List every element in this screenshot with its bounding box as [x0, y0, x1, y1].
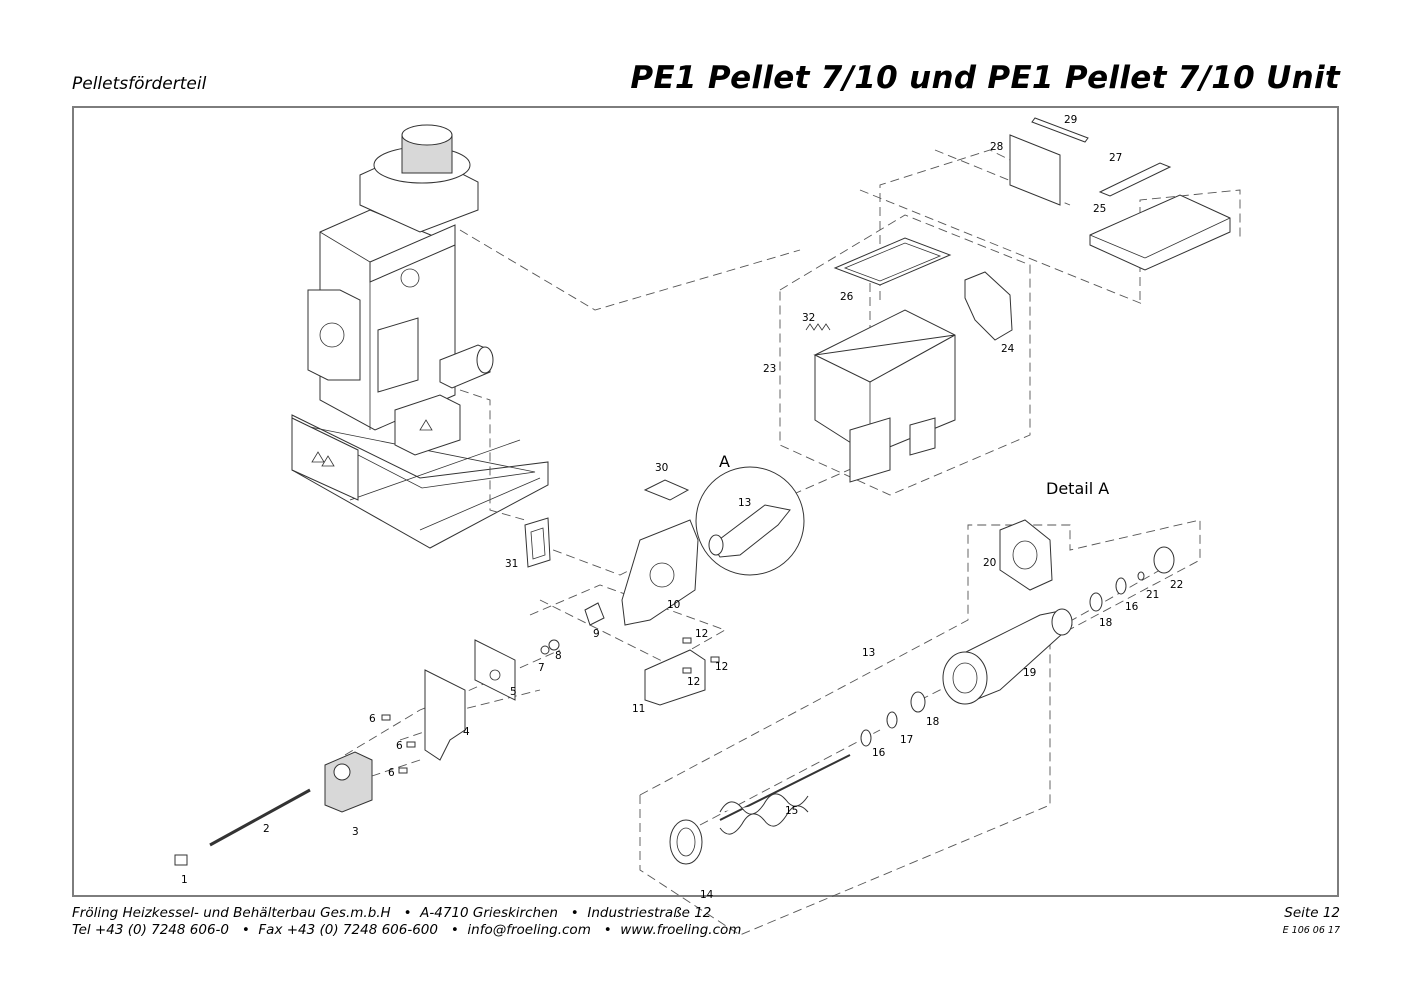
label-11: 11 [632, 703, 645, 715]
label-20: 20 [983, 557, 996, 569]
section-title: Pelletsförderteil [72, 74, 207, 94]
label-2: 2 [263, 823, 270, 835]
detail-marker: A [719, 452, 730, 471]
middle-parts [174, 479, 720, 866]
hopper-assembly [805, 237, 1013, 483]
diagram-frame [72, 106, 1339, 897]
label-12: 12 [687, 676, 700, 688]
label-24: 24 [1001, 343, 1015, 355]
footer-company-line: Fröling Heizkessel- und Behälterbau Ges.… [72, 905, 712, 921]
label-6: 6 [369, 713, 376, 725]
label-10: 10 [667, 599, 680, 611]
label-1: 1 [181, 874, 188, 886]
footer-contact-line: Tel +43 (0) 7248 606-0 • Fax +43 (0) 724… [72, 922, 742, 938]
label-32: 32 [802, 312, 815, 324]
label-14: 14 [700, 889, 714, 901]
label-18: 18 [926, 716, 939, 728]
label-15: 15 [785, 805, 798, 817]
label-28: 28 [990, 141, 1003, 153]
label-18: 18 [1099, 617, 1112, 629]
label-12: 12 [695, 628, 708, 640]
detail-title: Detail A [1046, 479, 1109, 498]
label-4: 4 [463, 726, 470, 738]
detail-a-callout [695, 466, 805, 576]
label-19: 19 [1023, 667, 1036, 679]
label-17: 17 [900, 734, 913, 746]
label-9: 9 [593, 628, 600, 640]
label-16: 16 [1125, 601, 1139, 613]
label-8: 8 [555, 650, 562, 662]
label-29: 29 [1064, 114, 1077, 126]
label-6: 6 [388, 767, 395, 779]
label-23: 23 [763, 363, 776, 375]
label-3: 3 [352, 826, 359, 838]
label-21: 21 [1146, 589, 1159, 601]
label-26: 26 [840, 291, 854, 303]
label-13: 13 [738, 497, 751, 509]
label-6: 6 [396, 740, 403, 752]
document-code: E 106 06 17 [1282, 925, 1340, 936]
label-7: 7 [538, 662, 545, 674]
label-12: 12 [715, 661, 728, 673]
label-16: 16 [872, 747, 886, 759]
label-22: 22 [1170, 579, 1183, 591]
detail-a-parts [669, 519, 1175, 865]
boiler-assembly [291, 124, 549, 549]
label-27: 27 [1109, 152, 1122, 164]
label-5: 5 [510, 686, 517, 698]
lid-parts [1009, 117, 1231, 271]
label-13: 13 [862, 647, 875, 659]
page-number: Seite 12 [1284, 905, 1340, 921]
label-30: 30 [655, 462, 668, 474]
page-title: PE1 Pellet 7/10 und PE1 Pellet 7/10 Unit [630, 60, 1340, 96]
part-labels: 1 2 3 4 5 6 6 6 7 8 9 10 11 12 12 12 13 … [181, 114, 1183, 901]
label-25: 25 [1093, 203, 1106, 215]
label-31: 31 [505, 558, 518, 570]
